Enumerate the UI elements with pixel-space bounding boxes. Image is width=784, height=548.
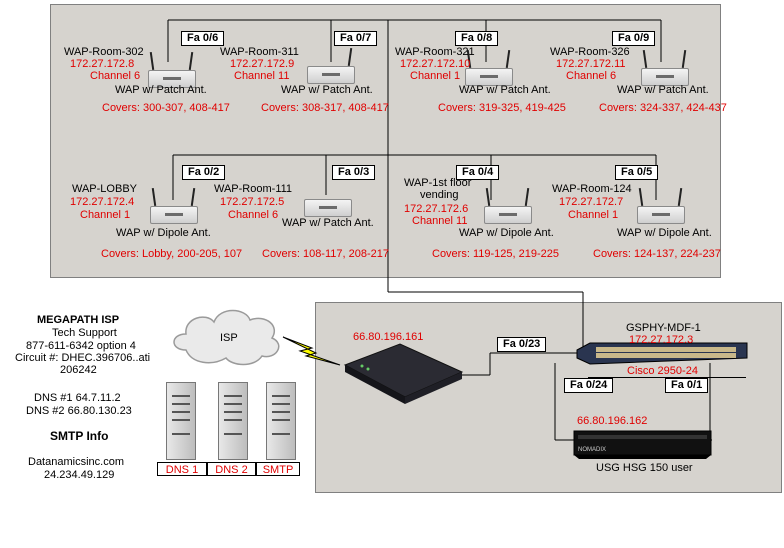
ap-channel: Channel 1	[410, 70, 461, 82]
isp-info-line: Tech Support	[52, 327, 117, 339]
isp-title: MEGAPATH ISP	[37, 314, 120, 326]
smtp-ip: 24.234.49.129	[44, 469, 115, 481]
switch-icon	[576, 342, 748, 365]
cloud-label: ISP	[220, 332, 238, 344]
wap-device-icon	[150, 187, 198, 224]
switch-model-underline	[588, 377, 746, 378]
port-label: Fa 0/24	[564, 378, 614, 393]
ap-name: WAP-Room-124	[552, 183, 632, 195]
ap-ip: 172.27.172.7	[559, 196, 624, 208]
ap-antenna: WAP w/ Patch Ant.	[281, 84, 373, 96]
port-label: Fa 0/2	[182, 165, 226, 180]
server-label: DNS 1	[157, 462, 207, 476]
ap-coverage: Covers: 308-317, 408-417	[261, 102, 389, 114]
ap-antenna: WAP w/ Patch Ant.	[115, 84, 207, 96]
ap-ip: 172.27.172.6	[404, 203, 469, 215]
firewall-label: USG HSG 150 user	[596, 462, 693, 474]
wap-device-icon	[148, 51, 196, 88]
ap-coverage: Covers: 119-125, 219-225	[432, 248, 559, 260]
ap-coverage: Covers: 319-325, 419-425	[438, 102, 566, 114]
switch-model: Cisco 2950-24	[627, 365, 698, 377]
ap-channel: Channel 6	[228, 209, 279, 221]
ap-name: WAP-Room-111	[214, 183, 293, 195]
dns-primary: DNS #1 64.7.11.2	[34, 392, 121, 404]
router-icon	[343, 343, 464, 404]
ap-antenna: WAP w/ Dipole Ant.	[116, 227, 211, 239]
ap-antenna: WAP w/ Patch Ant.	[617, 84, 709, 96]
smtp-host: Datanamicsinc.com	[28, 456, 124, 468]
ap-coverage: Covers: Lobby, 200-205, 107	[101, 248, 243, 260]
isp-info-line: 206242	[60, 364, 97, 376]
port-label: Fa 0/3	[332, 165, 376, 180]
ap-name-line2: vending	[420, 189, 459, 201]
ap-name: WAP-Room-321	[395, 46, 475, 58]
ap-name-line1: WAP-1st floor	[404, 177, 472, 189]
ap-name: WAP-Room-311	[220, 46, 299, 58]
ap-antenna: WAP w/ Patch Ant.	[282, 217, 374, 229]
ap-ip: 172.27.172.11	[556, 58, 626, 70]
port-label: Fa 0/4	[456, 165, 500, 180]
wap-device-icon	[304, 193, 352, 217]
wap-device-icon	[484, 187, 532, 224]
wap-device-icon	[637, 187, 685, 224]
port-label: Fa 0/23	[497, 337, 547, 352]
ap-ip: 172.27.172.4	[70, 196, 135, 208]
port-label: Fa 0/1	[665, 378, 709, 393]
ap-antenna: WAP w/ Dipole Ant.	[617, 227, 712, 239]
ap-name: WAP-Room-302	[64, 46, 144, 58]
dns1-server-icon	[166, 382, 196, 460]
ap-ip: 172.27.172.10	[400, 58, 471, 70]
port-label: Fa 0/9	[612, 31, 656, 46]
wireless-ap-panel	[50, 4, 721, 278]
smtp-title: SMTP Info	[50, 429, 109, 443]
ap-channel: Channel 6	[566, 70, 617, 82]
firewall-brand: NOMADIX	[578, 447, 607, 453]
ap-channel: Channel 11	[412, 215, 468, 227]
ap-channel: Channel 1	[80, 209, 131, 221]
isp-info-line: Circuit #: DHEC.396706..ati	[15, 352, 151, 364]
switch-ip: 172.27.172.3	[629, 334, 694, 346]
router-ip: 66.80.196.161	[353, 331, 424, 343]
isp-info-line: 877-611-6342 option 4	[26, 340, 136, 352]
ap-coverage: Covers: 124-137, 224-237	[593, 248, 721, 260]
dns-secondary: DNS #2 66.80.130.23	[26, 405, 132, 417]
wan-link-bolt-icon	[282, 336, 341, 366]
isp-cloud-icon	[173, 309, 280, 366]
ap-coverage: Covers: 108-117, 208-217	[262, 248, 389, 260]
firewall-icon	[573, 430, 712, 459]
smtp-server-icon	[266, 382, 296, 460]
dns2-server-icon	[218, 382, 248, 460]
port-label: Fa 0/8	[455, 31, 499, 46]
ap-channel: Channel 11	[234, 70, 290, 82]
ap-coverage: Covers: 324-337, 424-437	[599, 102, 727, 114]
ap-antenna: WAP w/ Patch Ant.	[459, 84, 551, 96]
wap-device-icon	[307, 47, 355, 84]
port-label: Fa 0/7	[334, 31, 378, 46]
ap-coverage: Covers: 300-307, 408-417	[102, 102, 230, 114]
ap-ip: 172.27.172.5	[220, 196, 285, 208]
ap-channel: Channel 1	[568, 209, 619, 221]
ap-antenna: WAP w/ Dipole Ant.	[459, 227, 554, 239]
ap-ip: 172.27.172.8	[70, 58, 135, 70]
wap-device-icon	[465, 49, 513, 86]
port-label: Fa 0/6	[181, 31, 225, 46]
ap-name: WAP-Room-326	[550, 46, 630, 58]
firewall-ip: 66.80.196.162	[577, 415, 648, 427]
ap-ip: 172.27.172.9	[230, 58, 295, 70]
wap-device-icon	[641, 49, 689, 86]
port-label: Fa 0/5	[615, 165, 659, 180]
ap-name: WAP-LOBBY	[72, 183, 137, 195]
switch-name: GSPHY-MDF-1	[626, 322, 701, 334]
ap-channel: Channel 6	[90, 70, 141, 82]
server-label: DNS 2	[207, 462, 256, 476]
server-label: SMTP	[256, 462, 300, 476]
